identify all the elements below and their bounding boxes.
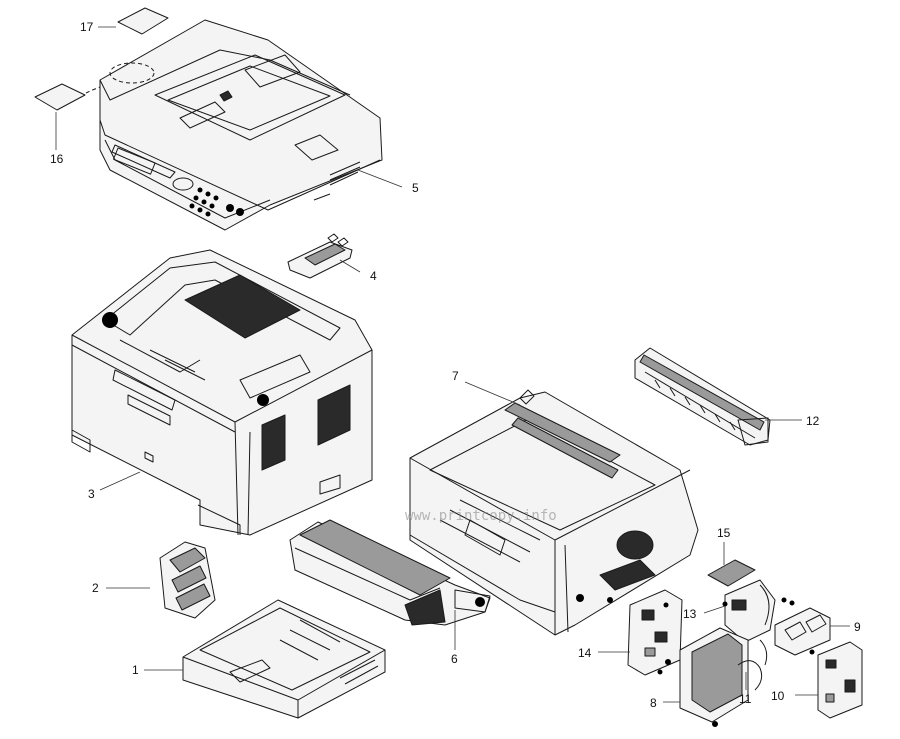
part-3-main-cover-set (71, 249, 373, 536)
part-9-connector-bracket (774, 600, 831, 656)
screw-icon (657, 597, 787, 675)
part-5-scanner-adf-assembly (99, 19, 383, 231)
callout-4: 4 (370, 269, 377, 283)
part-4-pickup-bracket (287, 233, 353, 279)
control-panel-keypad (189, 187, 244, 217)
top-grill (184, 274, 301, 339)
side-vent-grill (261, 384, 351, 471)
callout-labels: 17 16 5 4 3 2 1 7 6 12 15 13 14 8 11 9 1… (50, 20, 861, 710)
watermark-text: www.printcopy.info (405, 508, 557, 524)
callout-16: 16 (50, 152, 64, 166)
part-6-transfer-unit (289, 519, 491, 626)
callout-15: 15 (717, 526, 731, 540)
part-8-psu-shield (665, 627, 749, 727)
leader-lines (55, 26, 850, 703)
callout-5: 5 (412, 181, 419, 195)
callout-9: 9 (854, 620, 861, 634)
callout-17: 17 (80, 20, 94, 34)
callout-1: 1 (132, 663, 139, 677)
callout-14: 14 (578, 646, 592, 660)
part-17-label-sheet (117, 7, 169, 35)
part-14-main-board (627, 589, 683, 676)
callout-7: 7 (452, 369, 459, 383)
part-11-cable-harness (737, 639, 768, 691)
callout-11: 11 (739, 692, 752, 706)
part-10-pcb-board (817, 641, 863, 719)
part-15-small-pcb (707, 559, 756, 587)
part-13-harness-bracket (724, 579, 776, 643)
part-2-side-bracket (159, 541, 216, 619)
part-7-main-frame (409, 389, 699, 636)
part-12-fuser-unit (634, 347, 771, 446)
part-1-paper-cassette (182, 599, 386, 719)
callout-8: 8 (650, 696, 657, 710)
callout-12: 12 (806, 414, 820, 428)
frame-roller-array (504, 402, 621, 479)
callout-10: 10 (771, 689, 785, 703)
shield-mesh (691, 633, 743, 713)
callout-13: 13 (683, 607, 697, 621)
callout-3: 3 (88, 487, 95, 501)
callout-2: 2 (92, 581, 99, 595)
callout-6: 6 (451, 652, 458, 666)
